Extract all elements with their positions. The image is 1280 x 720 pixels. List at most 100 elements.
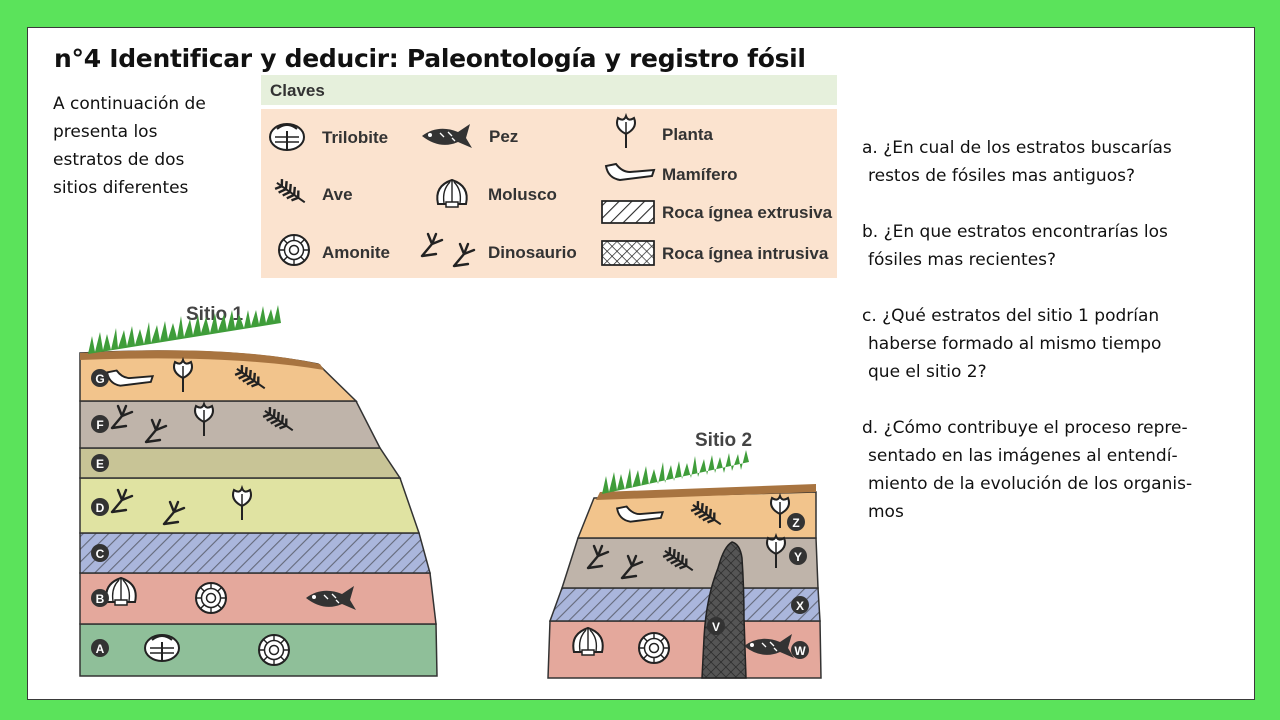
intro-text: A continuación de presenta los estratos … bbox=[53, 90, 243, 202]
bird-icon bbox=[262, 407, 294, 432]
question-c: c. ¿Qué estratos del sitio 1 podrían hab… bbox=[862, 302, 1252, 386]
mollusc-icon bbox=[572, 626, 604, 656]
question-line: sentado en las imágenes al entendí- bbox=[868, 446, 1178, 466]
key-label-amonite: Amonite bbox=[322, 243, 390, 262]
layer-badge: W bbox=[791, 641, 809, 659]
question-line: d. ¿Cómo contribuye el proceso repre- bbox=[862, 418, 1188, 438]
strata-diagram: Claves Trilobite Pez bbox=[79, 75, 837, 679]
site-1-grass bbox=[88, 305, 281, 354]
dinosaur-icon bbox=[420, 232, 476, 268]
intro-line: A continuación de bbox=[53, 94, 206, 114]
intrusive-rock-swatch-fill bbox=[601, 240, 655, 266]
layer-badge: D bbox=[91, 498, 109, 516]
site-1-layer-C-hatch bbox=[80, 533, 430, 573]
question-line: que el sitio 2? bbox=[868, 362, 987, 382]
intro-line: presenta los bbox=[53, 122, 158, 142]
ammonite-icon bbox=[278, 234, 310, 266]
question-line: miento de la evolución de los organis- bbox=[868, 474, 1193, 494]
fish-icon bbox=[306, 586, 356, 610]
plant-icon bbox=[194, 400, 214, 436]
site-2-soil bbox=[596, 484, 816, 500]
layer-letter: A bbox=[96, 642, 105, 656]
dinosaur-icon bbox=[162, 500, 186, 526]
dinosaur-icon bbox=[144, 418, 168, 444]
site-1-layer-E bbox=[79, 447, 402, 479]
dinosaur-icon bbox=[586, 544, 610, 570]
ammonite-icon bbox=[638, 632, 670, 664]
bird-icon bbox=[662, 547, 694, 572]
layer-letter: Z bbox=[792, 516, 799, 530]
layer-letter: D bbox=[96, 501, 105, 515]
site-2-layer-X-hatch bbox=[550, 588, 820, 621]
mollusc-icon bbox=[436, 178, 468, 208]
bird-icon bbox=[234, 365, 266, 390]
site-2-intrusion-fill bbox=[702, 542, 746, 678]
question-line: b. ¿En que estratos encontrarías los bbox=[862, 222, 1168, 242]
layer-badge: A bbox=[91, 639, 109, 657]
trilobite-icon bbox=[144, 634, 180, 662]
key-header: Claves bbox=[270, 81, 325, 100]
layer-badge: X bbox=[791, 596, 809, 614]
layer-letter: B bbox=[96, 592, 105, 606]
plant-icon bbox=[232, 484, 252, 520]
site-2-grass bbox=[602, 450, 749, 494]
layer-letter: Y bbox=[794, 550, 802, 564]
layer-badge: Z bbox=[787, 513, 805, 531]
key-label-molusco: Molusco bbox=[488, 185, 557, 204]
question-d: d. ¿Cómo contribuye el proceso repre- se… bbox=[862, 414, 1252, 526]
key-label-planta: Planta bbox=[662, 125, 714, 144]
key-label-mamifero: Mamífero bbox=[662, 165, 738, 184]
key-label-extrusiva: Roca ígnea extrusiva bbox=[662, 203, 833, 222]
layer-badge: Y bbox=[789, 547, 807, 565]
layer-badge: G bbox=[91, 369, 109, 387]
site-1: Sitio 1 bbox=[79, 304, 438, 677]
plant-icon bbox=[766, 532, 786, 568]
mammal-jaw-icon bbox=[616, 505, 665, 523]
intro-line: sitios diferentes bbox=[53, 178, 189, 198]
fish-icon bbox=[422, 124, 472, 148]
mammal-jaw-icon bbox=[604, 162, 656, 182]
trilobite-icon bbox=[269, 123, 305, 151]
questions: a. ¿En cual de los estratos buscarías re… bbox=[862, 134, 1252, 554]
layer-letter: X bbox=[796, 599, 804, 613]
extrusive-rock-swatch-fill bbox=[601, 200, 655, 224]
page-title: n°4 Identificar y deducir: Paleontología… bbox=[54, 44, 806, 73]
ammonite-icon bbox=[258, 634, 290, 666]
layer-badge: C bbox=[91, 544, 109, 562]
key-body-bg bbox=[261, 109, 837, 278]
layer-letter: W bbox=[794, 644, 806, 658]
layer-letter: E bbox=[96, 457, 104, 471]
bird-icon bbox=[690, 501, 722, 526]
mollusc-icon bbox=[105, 576, 137, 606]
plant-icon bbox=[616, 112, 636, 148]
layer-letter: V bbox=[712, 620, 720, 634]
key-label-trilobite: Trilobite bbox=[322, 128, 388, 147]
question-line: restos de fósiles mas antiguos? bbox=[868, 166, 1135, 186]
layer-badge: V bbox=[707, 617, 725, 635]
fossil-key: Claves Trilobite Pez bbox=[261, 75, 837, 278]
question-line: fósiles mas recientes? bbox=[868, 250, 1057, 270]
site-2: Sitio 2 Z Y X W bbox=[547, 430, 822, 679]
key-label-pez: Pez bbox=[489, 127, 518, 146]
plant-icon bbox=[770, 492, 790, 528]
site-2-label: Sitio 2 bbox=[695, 430, 752, 451]
question-line: mos bbox=[868, 502, 904, 522]
plant-icon bbox=[173, 356, 193, 392]
question-line: c. ¿Qué estratos del sitio 1 podrían bbox=[862, 306, 1160, 326]
key-label-ave: Ave bbox=[322, 185, 353, 204]
layer-letter: G bbox=[95, 372, 104, 386]
layer-badge: B bbox=[91, 589, 109, 607]
mammal-jaw-icon bbox=[106, 369, 155, 387]
bird-icon bbox=[274, 179, 306, 204]
key-header-bg bbox=[261, 75, 837, 105]
intro-line: estratos de dos bbox=[53, 150, 185, 170]
dinosaur-icon bbox=[110, 404, 134, 430]
layer-letter: C bbox=[96, 547, 105, 561]
layer-badge: F bbox=[91, 415, 109, 433]
question-line: a. ¿En cual de los estratos buscarías bbox=[862, 138, 1172, 158]
layer-badge: E bbox=[91, 454, 109, 472]
ammonite-icon bbox=[195, 582, 227, 614]
key-label-intrusiva: Roca ígnea intrusiva bbox=[662, 244, 829, 263]
site-1-soil bbox=[80, 350, 324, 370]
slide: n°4 Identificar y deducir: Paleontología… bbox=[27, 27, 1255, 700]
